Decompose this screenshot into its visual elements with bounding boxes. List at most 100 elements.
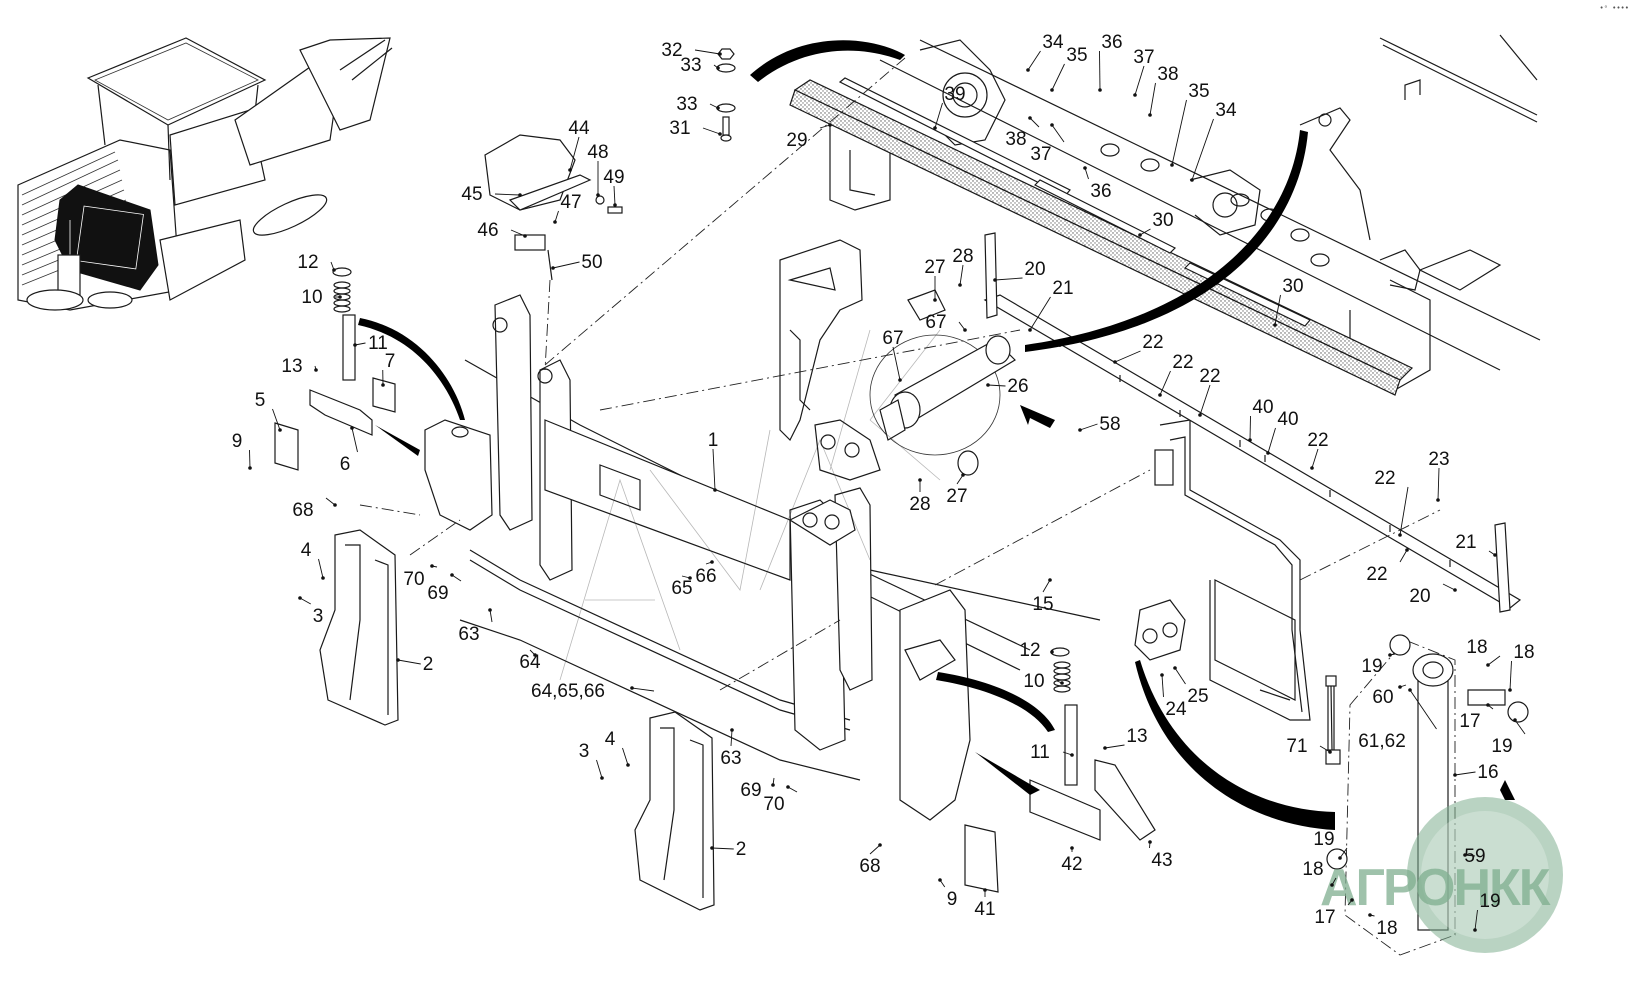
part-callout-38: 38 <box>1157 64 1178 85</box>
leader-dot <box>278 428 282 432</box>
leader-dot <box>713 488 717 492</box>
part-callout-64-65-66: 64,65,66 <box>531 681 605 702</box>
leader-line-40 <box>1249 415 1251 441</box>
part-callout-19: 19 <box>1479 891 1500 912</box>
part-callout-16: 16 <box>1477 762 1498 783</box>
part-callout-29: 29 <box>786 130 807 151</box>
leader-dot <box>1103 746 1107 750</box>
leader-line-23 <box>1437 467 1440 501</box>
part-callout-18: 18 <box>1302 859 1323 880</box>
leader-dot <box>1486 663 1490 667</box>
leader-dot <box>630 686 634 690</box>
leader-line-2 <box>711 847 734 850</box>
hardware-stack-31-33 <box>716 48 736 142</box>
part-callout-5: 5 <box>255 390 266 411</box>
leader-dot <box>771 783 775 787</box>
part-callout-58: 58 <box>1099 414 1120 435</box>
leader-dot <box>1148 113 1152 117</box>
leader-line-18 <box>1509 660 1512 691</box>
leader-line-13 <box>1104 744 1125 749</box>
leader-dot <box>613 203 617 207</box>
leader-line-71 <box>1319 745 1331 753</box>
leader-line-37 <box>1051 124 1065 143</box>
leader-line-36 <box>1084 167 1089 180</box>
leader-line-45 <box>494 193 521 196</box>
slide-plate-frame <box>1134 419 1311 721</box>
leader-dot <box>918 478 922 482</box>
part-callout-22: 22 <box>1374 468 1395 489</box>
leader-dot <box>1405 548 1409 552</box>
leader-line-68 <box>869 844 881 855</box>
leader-dot <box>626 763 630 767</box>
leader-dot <box>1113 360 1117 364</box>
part-callout-13: 13 <box>281 356 302 377</box>
leader-line-22 <box>1311 448 1319 469</box>
leader-line-25 <box>1174 667 1186 685</box>
callout-leaders <box>248 49 1526 932</box>
leader-line-58 <box>1079 423 1098 431</box>
part-callout-23: 23 <box>1428 449 1449 470</box>
leader-line-35 <box>1171 99 1187 166</box>
leader-dot <box>1248 438 1252 442</box>
leader-dot <box>1098 88 1102 92</box>
leader-dot <box>1493 553 1497 557</box>
leader-dot <box>1328 750 1332 754</box>
conveyor-frame <box>829 34 1541 391</box>
leader-dot <box>381 383 385 387</box>
leader-line-39 <box>934 102 943 129</box>
part-callout-22: 22 <box>1199 366 1220 387</box>
leader-dot <box>600 776 604 780</box>
leader-line-22 <box>1159 370 1171 396</box>
part-callout-2: 2 <box>736 839 747 860</box>
leader-dot <box>1198 413 1202 417</box>
leader-dot <box>518 193 522 197</box>
leader-dot <box>1070 753 1074 757</box>
part-callout-59: 59 <box>1464 846 1485 867</box>
leader-dot <box>450 573 454 577</box>
leader-line-40 <box>1267 427 1276 454</box>
part-callout-35: 35 <box>1066 45 1087 66</box>
part-callout-17: 17 <box>1459 711 1480 732</box>
leader-dot <box>718 52 722 56</box>
main-lifting-frame <box>459 239 1101 781</box>
leader-line-20 <box>1442 583 1456 591</box>
leader-line-19 <box>1339 847 1348 859</box>
leader-dot <box>898 378 902 382</box>
part-callout-40: 40 <box>1252 397 1273 418</box>
part-callout-3: 3 <box>579 741 590 762</box>
part-callout-68: 68 <box>859 856 880 877</box>
leader-dot <box>1513 718 1517 722</box>
part-callout-20: 20 <box>1409 586 1430 607</box>
leader-line-3 <box>299 597 311 605</box>
leader-dot <box>1508 688 1512 692</box>
leader-line-20 <box>994 277 1023 281</box>
part-callout-35: 35 <box>1188 81 1209 102</box>
leader-dot <box>716 106 720 110</box>
part-callout-3: 3 <box>313 606 324 627</box>
leader-line-19 <box>1474 909 1478 931</box>
part-callout-22: 22 <box>1142 332 1163 353</box>
watermark-text: АГРОНКК <box>1320 859 1551 917</box>
leader-dot <box>993 278 997 282</box>
leader-dot <box>1173 666 1177 670</box>
leader-dot <box>568 168 572 172</box>
leader-line-63 <box>489 609 493 623</box>
leader-line-68 <box>325 497 336 506</box>
leader-dot <box>488 608 492 612</box>
leader-dot <box>1310 466 1314 470</box>
part-callout-32: 32 <box>661 40 682 61</box>
leader-dot <box>1028 328 1032 332</box>
leader-dot <box>828 123 832 127</box>
leader-line-34 <box>1027 50 1041 71</box>
leader-dot <box>396 658 400 662</box>
leader-line-18 <box>1487 655 1501 666</box>
leader-line-35 <box>1051 63 1065 91</box>
leader-dot <box>1398 685 1402 689</box>
leader-line-30 <box>1274 294 1281 326</box>
leader-dot <box>1350 898 1354 902</box>
part-callout-69: 69 <box>427 583 448 604</box>
leader-dot <box>1463 853 1467 857</box>
leader-dot <box>1266 451 1270 455</box>
leader-line-3 <box>596 759 603 779</box>
